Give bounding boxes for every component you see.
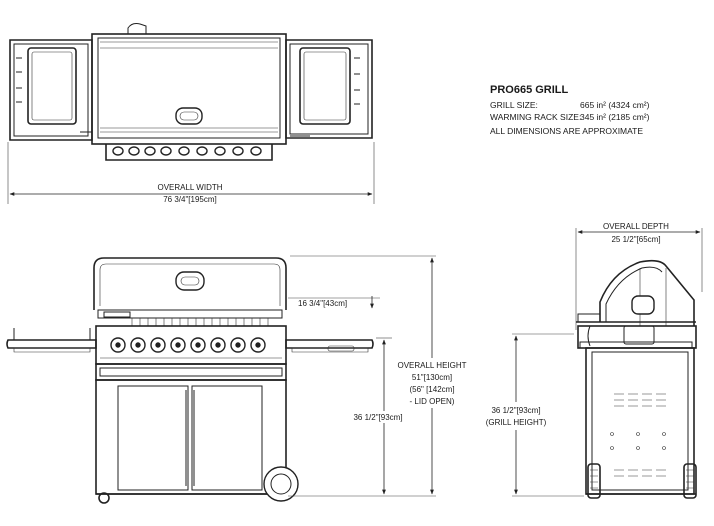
- overall-width-dimension: OVERALL WIDTH 76 3/4"[195cm]: [7, 142, 375, 204]
- top-view-lid: [91, 23, 287, 161]
- front-view-right-shelf: [285, 339, 374, 353]
- grill-size-value: 665 in² (4324 cm²): [580, 100, 650, 110]
- front-view-left-shelf: [6, 328, 97, 353]
- top-view-knob-row: [112, 146, 262, 156]
- side-view: OVERALL DEPTH 25 1/2"[65cm]: [484, 222, 703, 499]
- model-title: PRO665 GRILL: [490, 84, 569, 96]
- warming-rack-value: 345 in² (2185 cm²): [580, 112, 650, 122]
- side-view-body: [577, 325, 697, 499]
- front-view-lid: [93, 257, 287, 327]
- side-shelf-height-value: 16 3/4"[43cm]: [298, 299, 347, 308]
- grill-size-label: GRILL SIZE:: [490, 100, 538, 110]
- spec-block: PRO665 GRILL GRILL SIZE: 665 in² (4324 c…: [490, 84, 650, 136]
- lid-open-line-2: - LID OPEN): [410, 397, 455, 406]
- overall-depth-value: 25 1/2"[65cm]: [611, 235, 660, 244]
- overall-height-value: 51"[130cm]: [412, 373, 452, 382]
- overall-depth-label: OVERALL DEPTH: [603, 222, 669, 231]
- overall-width-value: 76 3/4"[195cm]: [163, 195, 217, 204]
- warming-rack-label: WARMING RACK SIZE:: [490, 112, 581, 122]
- lid-open-line-1: (56" [142cm]: [409, 385, 454, 394]
- side-view-lid: [576, 259, 696, 326]
- side-grill-height-value: 36 1/2"[93cm]: [491, 406, 540, 415]
- overall-height-label: OVERALL HEIGHT: [397, 361, 466, 370]
- side-view-vent-slots: [610, 393, 666, 477]
- front-grill-height-value: 36 1/2"[93cm]: [353, 413, 402, 422]
- overall-depth-dimension: OVERALL DEPTH 25 1/2"[65cm]: [575, 222, 703, 330]
- top-view-left-side-shelf: [9, 39, 93, 141]
- top-view-right-side-shelf: [285, 39, 373, 139]
- front-grill-height-dimension: 36 1/2"[93cm]: [350, 337, 408, 495]
- side-grill-height-dimension: 36 1/2"[93cm] (GRILL HEIGHT): [484, 333, 584, 497]
- top-view: OVERALL WIDTH 76 3/4"[195cm]: [7, 23, 375, 204]
- side-shelf-height-dimension: 16 3/4"[43cm]: [288, 296, 380, 309]
- front-view-control-panel: [95, 325, 287, 365]
- front-view-knob-row: [110, 337, 266, 353]
- overall-height-dimension: OVERALL HEIGHT 51"[130cm] (56" [142cm] -…: [288, 255, 467, 497]
- front-view-cart: [95, 363, 299, 504]
- approximate-note: ALL DIMENSIONS ARE APPROXIMATE: [490, 126, 643, 136]
- front-view: 16 3/4"[43cm] OVERALL HEIGHT 51"[130cm] …: [6, 255, 467, 504]
- side-grill-height-label: (GRILL HEIGHT): [486, 418, 547, 427]
- overall-width-label: OVERALL WIDTH: [157, 183, 222, 192]
